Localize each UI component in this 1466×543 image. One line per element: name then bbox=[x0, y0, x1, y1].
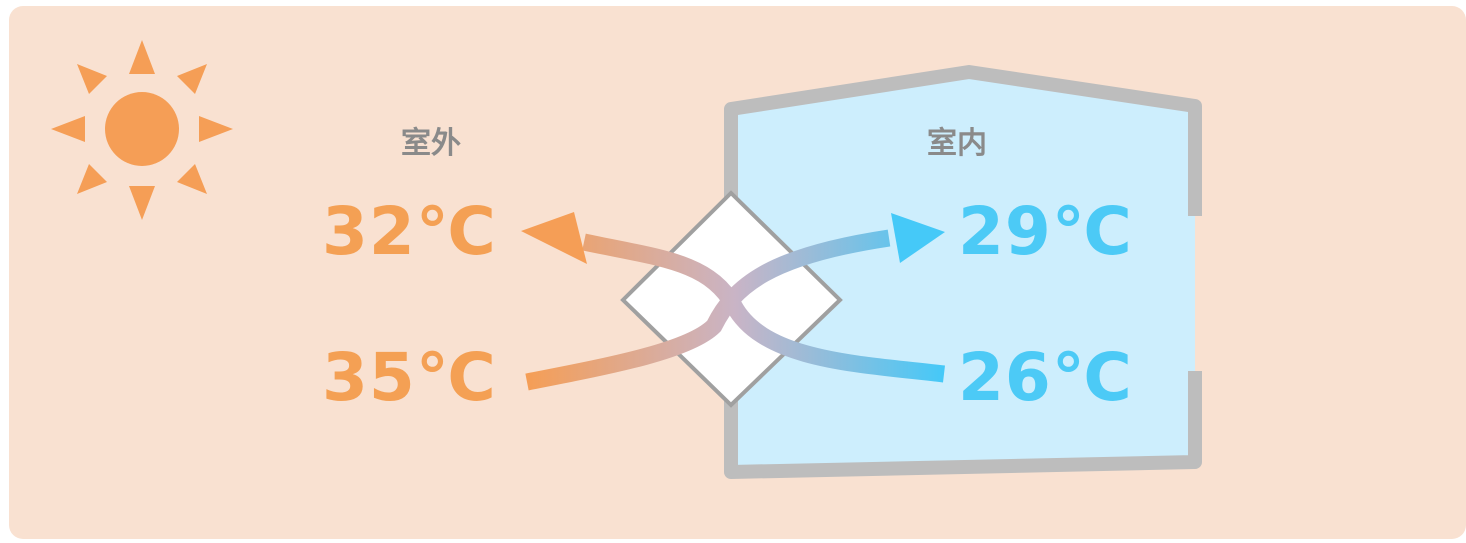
outdoor-exhaust-temp: 32℃ bbox=[322, 193, 497, 270]
outdoor-intake-temp: 35℃ bbox=[322, 339, 497, 416]
outdoor-label: 室外 bbox=[401, 126, 461, 161]
indoor-return-temp: 26℃ bbox=[958, 339, 1133, 416]
indoor-supply-temp: 29℃ bbox=[958, 193, 1133, 270]
supply-flow-arrow bbox=[525, 213, 945, 391]
diagram-panel: 室外 室内 32℃ 35℃ 29℃ 26℃ bbox=[9, 6, 1466, 539]
house-icon bbox=[724, 65, 1202, 479]
sun-icon bbox=[51, 40, 233, 220]
indoor-label: 室内 bbox=[927, 126, 987, 161]
diagram-canvas bbox=[9, 6, 1466, 539]
